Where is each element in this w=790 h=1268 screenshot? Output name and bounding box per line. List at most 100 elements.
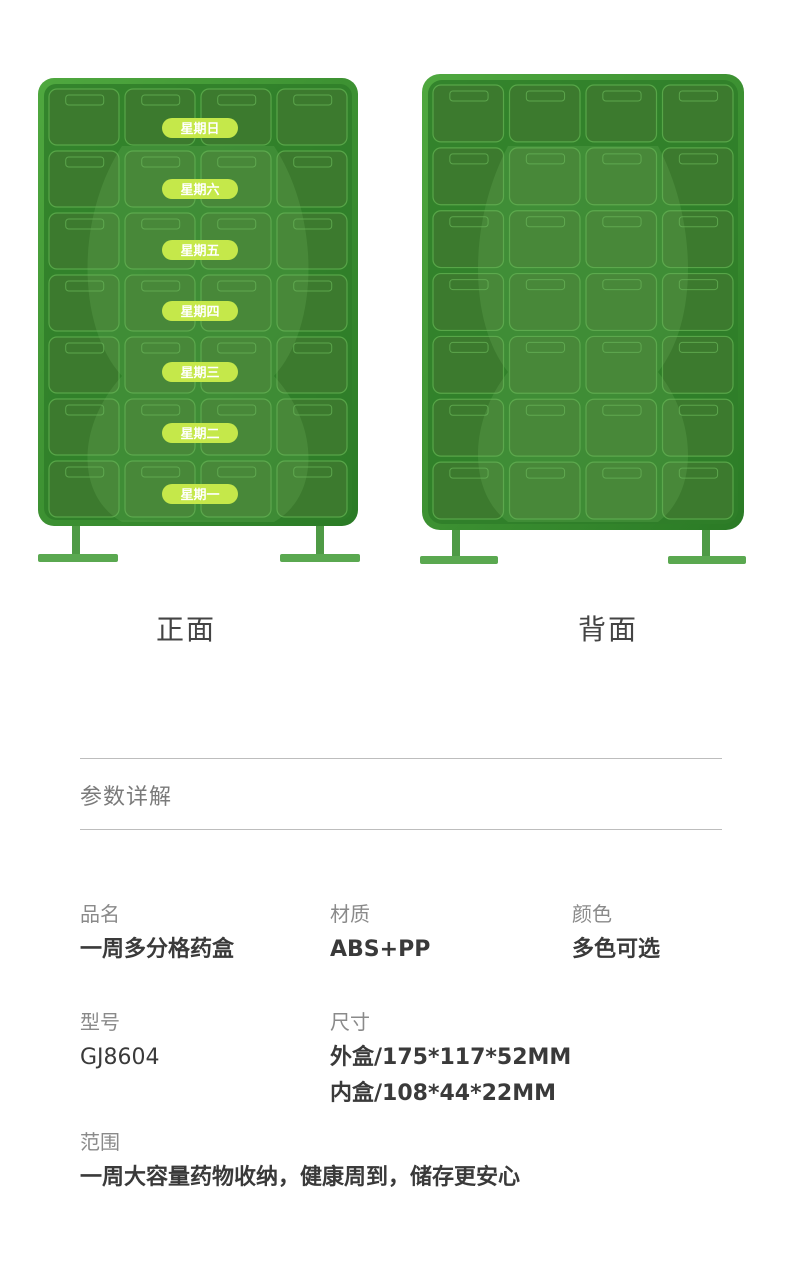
day-label-pill [162, 240, 238, 260]
spec-name: 品名 一周多分格药盒 [80, 900, 234, 968]
compartment-latch [525, 279, 566, 291]
compartment-latch [217, 404, 257, 416]
day-label-text: 星期四 [180, 305, 219, 320]
compartment-grid [432, 84, 734, 520]
spec-color-label: 颜色 [572, 902, 612, 926]
compartment [508, 210, 581, 269]
spec-model: 型号 GJ8604 [80, 1008, 160, 1076]
compartment [432, 84, 505, 143]
compartment-latch [293, 218, 333, 230]
compartment-latch [65, 218, 105, 230]
spec-size-outer: 外盒/175*117*52MM [330, 1045, 572, 1070]
spec-name-value: 一周多分格药盒 [80, 937, 235, 962]
compartment [585, 147, 658, 206]
compartment [585, 272, 658, 332]
spec-size-label: 尺寸 [330, 1010, 370, 1034]
stand-foot-left [420, 556, 498, 564]
compartment-latch [602, 153, 642, 165]
compartment-latch [678, 153, 719, 165]
compartment-latch [293, 342, 333, 354]
compartment [661, 210, 734, 269]
compartment [508, 272, 581, 332]
compartment-latch [65, 404, 105, 416]
compartment [585, 398, 658, 457]
compartment-latch [293, 156, 333, 168]
compartment [276, 212, 348, 270]
compartment-latch [217, 466, 257, 478]
compartment-latch [602, 404, 642, 416]
day-label-pill [162, 179, 238, 199]
day-label-pill [162, 301, 238, 321]
compartment-latch [293, 466, 333, 478]
stand-post-left [452, 516, 460, 556]
compartment-latch [525, 216, 566, 228]
inner-box-overlay [478, 146, 688, 522]
stand-foot-right [280, 554, 360, 562]
day-label-pill [162, 423, 238, 443]
compartment-latch [217, 218, 257, 230]
pill-box-back-image [418, 72, 748, 566]
section-title: 参数详解 [80, 785, 173, 810]
compartment-latch [65, 466, 105, 478]
compartment [432, 272, 505, 332]
spec-scope-label: 范围 [80, 1130, 120, 1154]
compartment-latch [525, 467, 566, 479]
stand-foot-left [38, 554, 118, 562]
compartment-latch [217, 342, 257, 354]
compartment-latch [602, 279, 642, 291]
front-caption: 正面 [156, 613, 217, 646]
compartment-latch [678, 216, 719, 228]
compartment [276, 398, 348, 456]
compartment-latch [678, 341, 719, 353]
back-caption: 背面 [578, 613, 639, 646]
compartment [48, 88, 120, 146]
compartment-latch [602, 341, 642, 353]
compartment-latch [217, 280, 257, 292]
spec-material-label: 材质 [330, 902, 370, 926]
compartment [585, 84, 658, 143]
compartment [661, 335, 734, 394]
divider-bottom [80, 829, 722, 830]
compartment-latch [602, 467, 642, 479]
compartment [661, 147, 734, 206]
compartment-latch [678, 404, 719, 416]
pill-box-front-image: 星期日星期六星期五星期四星期三星期二星期一 [36, 76, 360, 566]
spec-model-value: GJ8604 [80, 1045, 160, 1070]
compartment-latch [293, 404, 333, 416]
compartment [508, 398, 581, 457]
compartment-latch [65, 156, 105, 168]
compartment [276, 150, 348, 208]
day-label-pill [162, 118, 238, 138]
spec-name-label: 品名 [80, 902, 120, 926]
day-label-pill [162, 362, 238, 382]
compartment-latch [678, 467, 719, 479]
spec-material: 材质 ABS+PP [330, 900, 430, 968]
compartment-latch [449, 279, 489, 291]
compartment [48, 398, 120, 456]
compartment-latch [449, 341, 489, 353]
compartment-latch [65, 94, 105, 106]
compartment [48, 150, 120, 208]
compartment-latch [141, 342, 181, 354]
compartment [508, 84, 581, 143]
compartment-latch [678, 90, 719, 102]
compartment [585, 335, 658, 394]
compartment-latch [449, 467, 489, 479]
spec-scope-value: 一周大容量药物收纳，健康周到，储存更安心 [80, 1165, 521, 1190]
compartment-latch [602, 216, 642, 228]
compartment [661, 272, 734, 332]
stand-post-left [72, 518, 80, 556]
day-label-text: 星期五 [180, 244, 219, 259]
compartment-latch [217, 156, 257, 168]
compartment-latch [449, 90, 489, 102]
spec-model-label: 型号 [80, 1010, 120, 1034]
compartment [432, 398, 505, 457]
compartment [48, 460, 120, 518]
spec-size: 尺寸 外盒/175*117*52MM 内盒/108*44*22MM [330, 1008, 571, 1112]
compartment-latch [678, 279, 719, 291]
spec-size-inner: 内盒/108*44*22MM [330, 1081, 556, 1106]
compartment [661, 461, 734, 520]
compartment [661, 84, 734, 143]
compartment [276, 460, 348, 518]
